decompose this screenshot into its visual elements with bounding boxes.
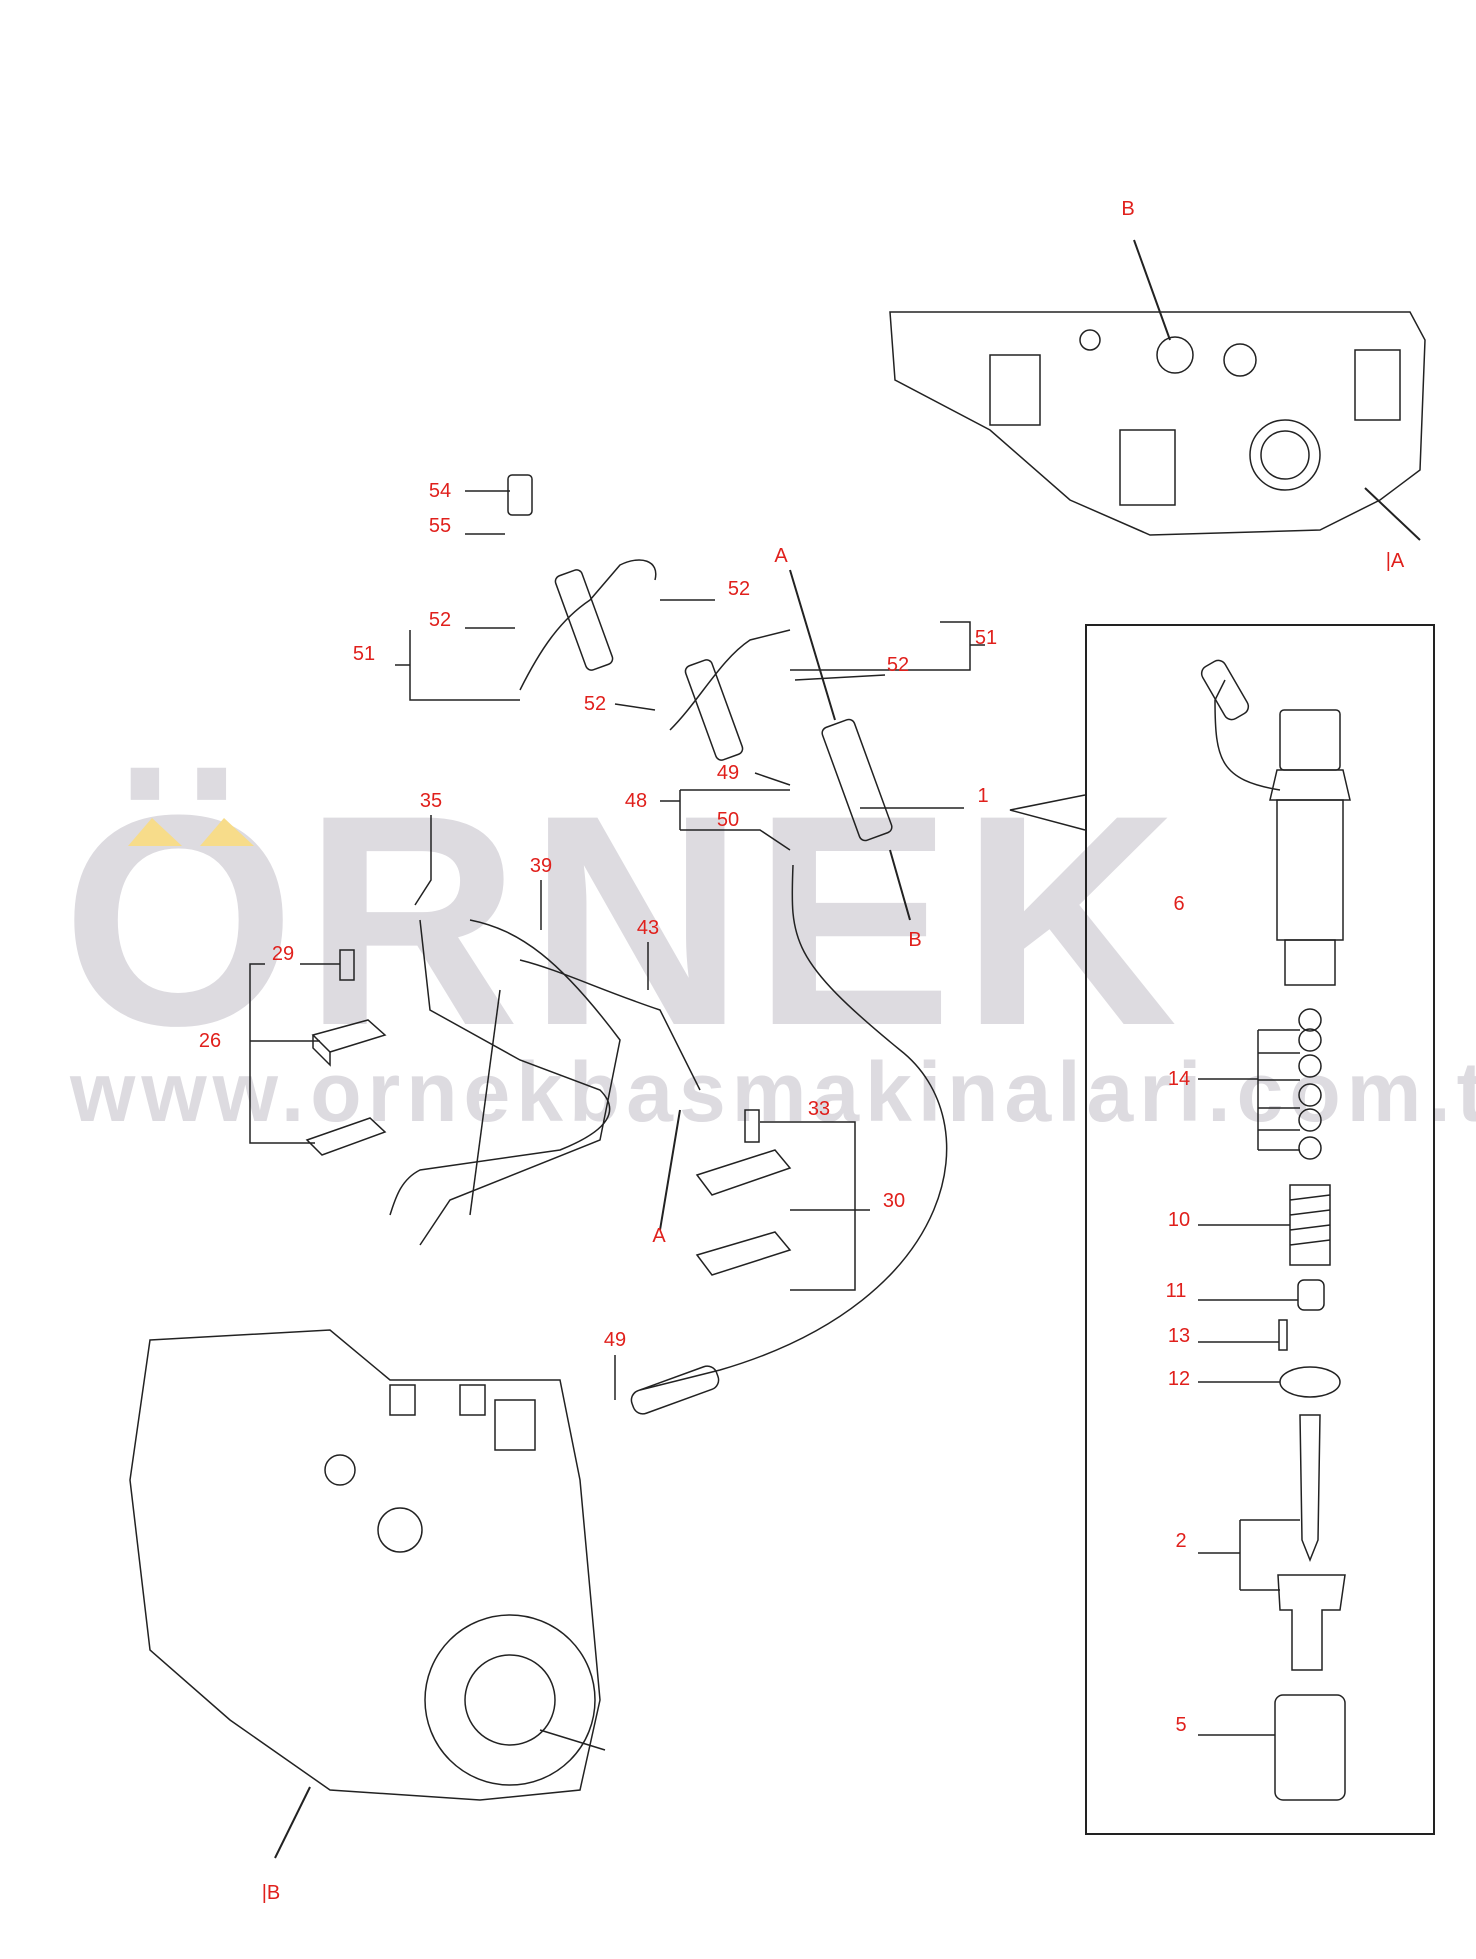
washers-14 [1298,1008,1322,1160]
callout-13: 13 [1167,1325,1191,1347]
arrow-a-top [789,569,836,721]
view-ref-b: B [1121,198,1135,220]
callout-14: 14 [1167,1068,1191,1090]
callout-50: 50 [716,809,740,831]
view-ref-b-bottom: |B [261,1882,281,1904]
callout-26: 26 [198,1030,222,1052]
callout-6: 6 [1173,893,1185,915]
callout-51: 51 [974,627,998,649]
injection-pump [129,1329,606,1801]
injector-lines [507,474,948,1415]
callout-12: 12 [1167,1368,1191,1390]
watermark-url: www.ornekbasmakinalari.com.tr [70,1045,1476,1139]
arrow-b-bottom [274,1786,311,1859]
callout-35: 35 [419,790,443,812]
callout-51: 51 [352,643,376,665]
callout-5: 5 [1175,1714,1187,1736]
arrow-ref-a-mid: A [652,1225,666,1247]
callout-55: 55 [428,515,452,537]
callout-33: 33 [807,1098,831,1120]
callout-54: 54 [428,480,452,502]
callout-39: 39 [529,855,553,877]
arrow-a-mid [659,1109,681,1231]
callout-30: 30 [882,1190,906,1212]
callout-52: 52 [727,578,751,600]
view-ref-a: |A [1385,550,1405,572]
pipe-clamps [305,949,792,1276]
callout-2: 2 [1175,1530,1187,1552]
callout-48: 48 [624,790,648,812]
callout-52: 52 [428,609,452,631]
arrow-ref-b: B [908,929,922,951]
callout-49: 49 [603,1329,627,1351]
leader-lines [249,490,985,1400]
high-pressure-pipes [389,919,701,1246]
callout-11: 11 [1165,1280,1187,1302]
callout-10: 10 [1167,1209,1191,1231]
watermark-accent [200,818,254,846]
cylinder-head [889,311,1426,536]
arrow-b-mid [889,849,911,921]
callout-52: 52 [583,693,607,715]
callout-52: 52 [886,654,910,676]
callout-43: 43 [636,917,660,939]
callout-1: 1 [977,785,989,807]
injector-exploded-parts [1009,659,1351,1801]
watermark-accent [128,818,182,846]
callout-29: 29 [271,943,295,965]
arrow-b-top [1133,239,1171,341]
callout-49: 49 [716,762,740,784]
injector-detail-inset [1085,624,1435,1835]
arrow-ref-a: A [774,545,788,567]
